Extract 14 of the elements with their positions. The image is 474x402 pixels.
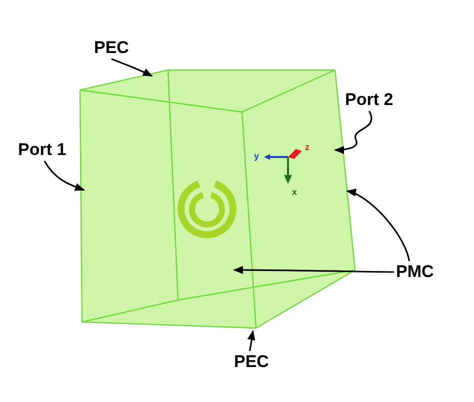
axis-label: z (305, 142, 310, 152)
callout-label: Port 2 (345, 90, 394, 110)
leader-line (247, 330, 256, 352)
leader-line (44, 160, 85, 191)
axis-label: x (292, 187, 298, 197)
leader-line (111, 58, 153, 77)
callout-label: PEC (234, 352, 269, 372)
leader-line (346, 190, 410, 262)
callout-label: Port 1 (18, 140, 66, 160)
leader-line (233, 266, 394, 274)
axis-label: y (254, 151, 260, 161)
callout-label: PEC (94, 38, 129, 58)
callout-label: PMC (396, 262, 434, 282)
leader-line (334, 110, 372, 154)
